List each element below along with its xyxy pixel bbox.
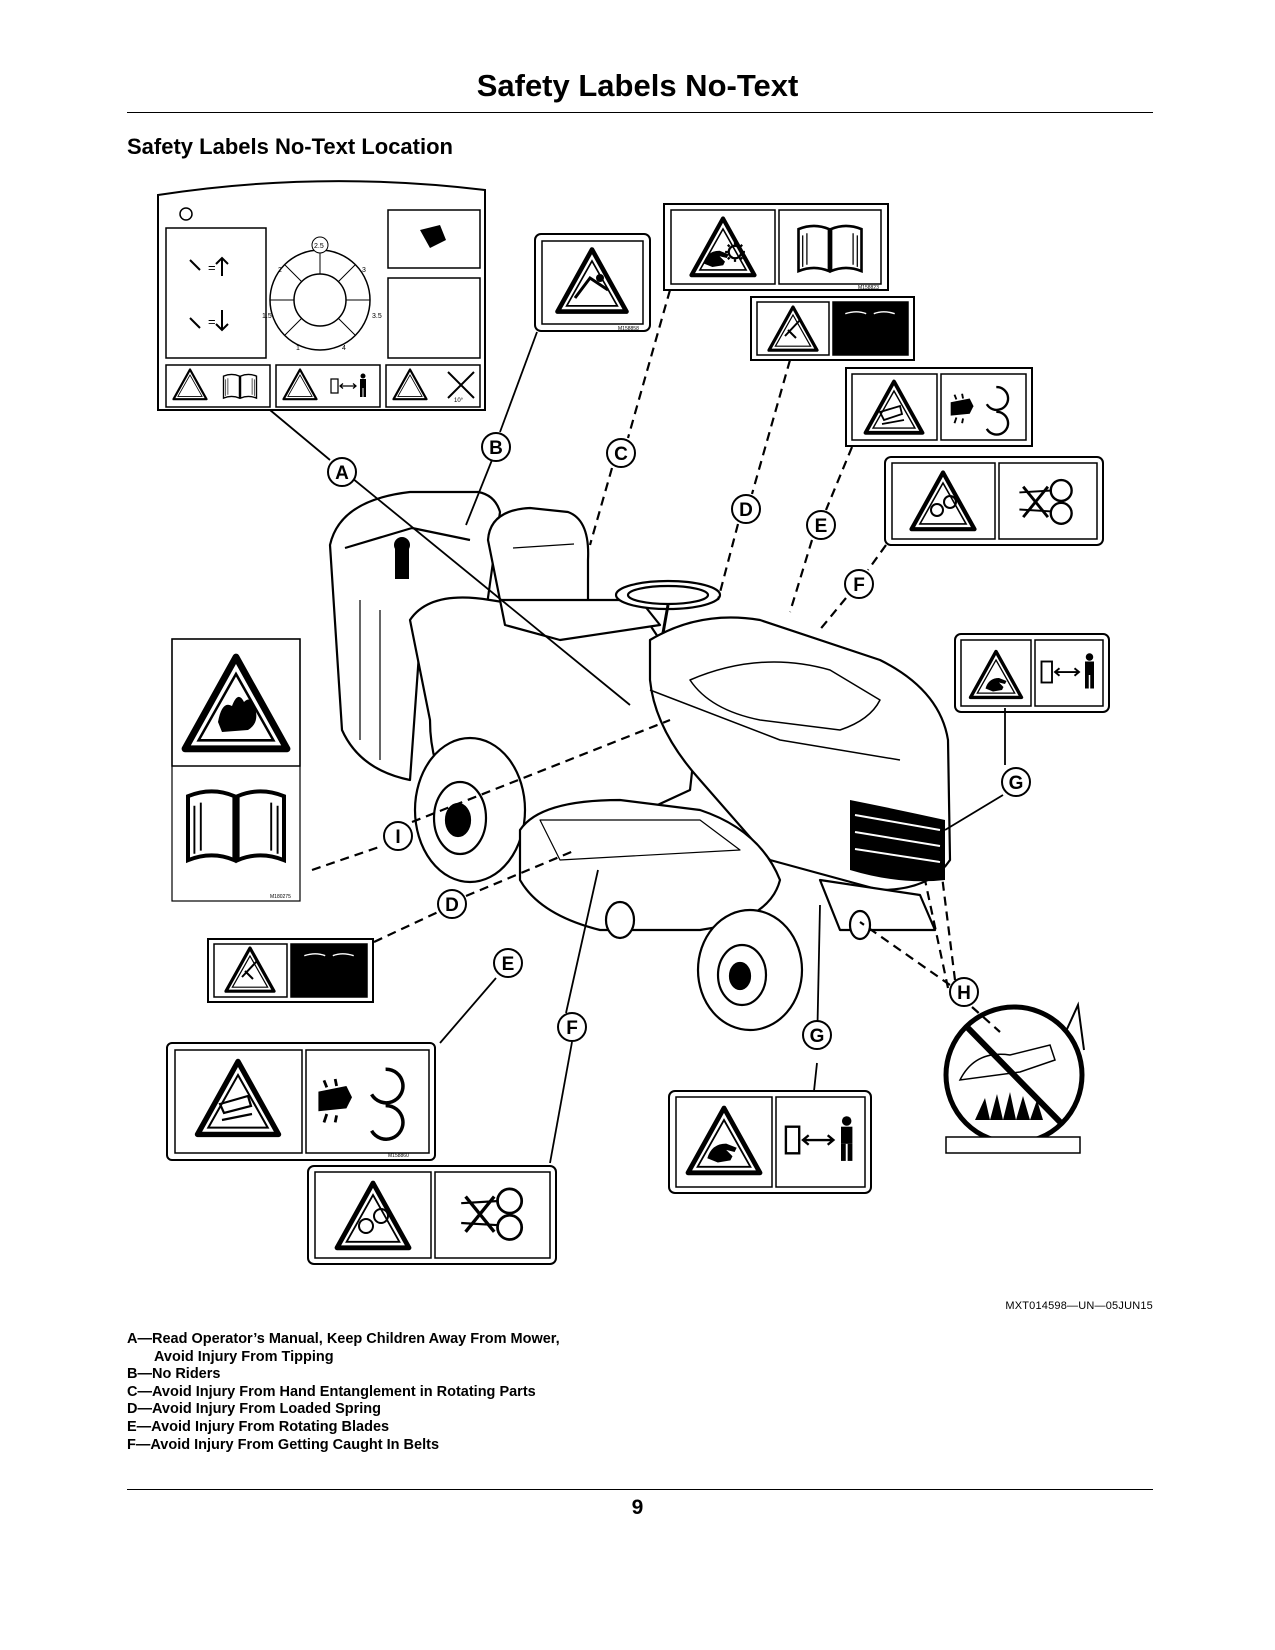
- callout-i: I: [383, 821, 413, 851]
- svg-text:F: F: [853, 575, 865, 596]
- svg-text:A: A: [335, 463, 349, 484]
- label-f-belts-top: [884, 456, 1104, 546]
- callout-e-top: E: [806, 510, 836, 540]
- svg-text:4: 4: [342, 345, 346, 352]
- callout-a: A: [327, 457, 357, 487]
- callout-g-bottom: G: [802, 1020, 832, 1050]
- title-rule: [127, 112, 1153, 113]
- label-g-keep-away-bottom: [668, 1090, 872, 1194]
- page-number: 9: [631, 1496, 644, 1519]
- callout-g-right: G: [1001, 767, 1031, 797]
- svg-text:M158858: M158858: [618, 326, 639, 332]
- svg-text:M158823: M158823: [858, 285, 879, 291]
- svg-text:D: D: [445, 895, 459, 916]
- figure-id: MXT014598—UN—05JUN15: [1005, 1300, 1153, 1312]
- callout-e-bottom: E: [493, 948, 523, 978]
- svg-text:1: 1: [296, 345, 300, 352]
- label-c-hand-entanglement: M158823: [663, 203, 889, 291]
- legend: A—Read Operator’s Manual, Keep Children …: [127, 1331, 560, 1454]
- svg-text:2: 2: [278, 267, 282, 274]
- svg-text:B: B: [489, 438, 503, 459]
- label-e-rotating-blades-bottom: M158860: [166, 1042, 436, 1161]
- callouts: A B C D E F G I D E F G H: [327, 432, 1031, 1050]
- footer-rule: [127, 1489, 1153, 1490]
- callout-f-top: F: [844, 569, 874, 599]
- section-title: Safety Labels No-Text Location: [127, 134, 453, 159]
- svg-text:F: F: [566, 1018, 578, 1039]
- svg-text:C: C: [614, 444, 628, 465]
- legend-item-c: C—Avoid Injury From Hand Entanglement in…: [127, 1383, 536, 1400]
- legend-item-a: A—Read Operator’s Manual, Keep Children …: [127, 1331, 560, 1347]
- svg-text:=: =: [208, 260, 216, 275]
- tipping-grade: 10°: [454, 398, 464, 404]
- svg-text:3.5: 3.5: [372, 313, 382, 320]
- svg-text:I: I: [395, 827, 400, 848]
- svg-text:3: 3: [362, 267, 366, 274]
- svg-text:2.5: 2.5: [314, 243, 324, 250]
- mower-illustration: [328, 490, 952, 1032]
- callout-d-bottom: D: [437, 889, 467, 919]
- legend-item-d: D—Avoid Injury From Loaded Spring: [127, 1401, 382, 1418]
- callout-b: B: [481, 432, 511, 462]
- label-f-belts-bottom: [307, 1165, 557, 1265]
- safety-label-location-figure: = = 2.5 2 3 1.5 3.5 1 4 10°: [157, 180, 1110, 1265]
- label-a-dash-panel: = = 2.5 2 3 1.5 3.5 1 4 10°: [157, 180, 486, 411]
- svg-text:D: D: [739, 500, 753, 521]
- svg-text:G: G: [810, 1026, 825, 1047]
- svg-text:G: G: [1009, 773, 1024, 794]
- svg-text:E: E: [502, 954, 515, 975]
- label-e-rotating-blades-top: [845, 367, 1033, 447]
- svg-text:M158860: M158860: [388, 1153, 409, 1159]
- legend-item-b: B—No Riders: [127, 1366, 221, 1383]
- callout-h: H: [949, 977, 979, 1007]
- svg-text:M180275: M180275: [270, 894, 291, 900]
- label-d-loaded-spring-top: [750, 296, 915, 361]
- svg-text:E: E: [815, 516, 828, 537]
- label-b-no-riders: M158858: [534, 233, 651, 332]
- label-h-no-hands: [943, 1001, 1085, 1154]
- svg-text:=: =: [208, 314, 216, 329]
- svg-text:H: H: [957, 983, 971, 1004]
- label-i-fire-hazard: M180275: [171, 638, 301, 902]
- legend-item-f: F—Avoid Injury From Getting Caught In Be…: [127, 1436, 440, 1453]
- callout-c: C: [606, 438, 636, 468]
- callout-d-top: D: [731, 494, 761, 524]
- legend-item-e: E—Avoid Injury From Rotating Blades: [127, 1418, 390, 1435]
- dial-labels: 2.5 2 3 1.5 3.5 1 4: [262, 243, 382, 352]
- label-g-keep-away-right: [954, 633, 1110, 713]
- callout-f-bottom: F: [557, 1012, 587, 1042]
- svg-text:1.5: 1.5: [262, 313, 272, 320]
- legend-item-a-continued: Avoid Injury From Tipping: [154, 1348, 334, 1365]
- page-title: Safety Labels No-Text: [476, 68, 799, 103]
- label-d-loaded-spring-bottom: [207, 938, 374, 1003]
